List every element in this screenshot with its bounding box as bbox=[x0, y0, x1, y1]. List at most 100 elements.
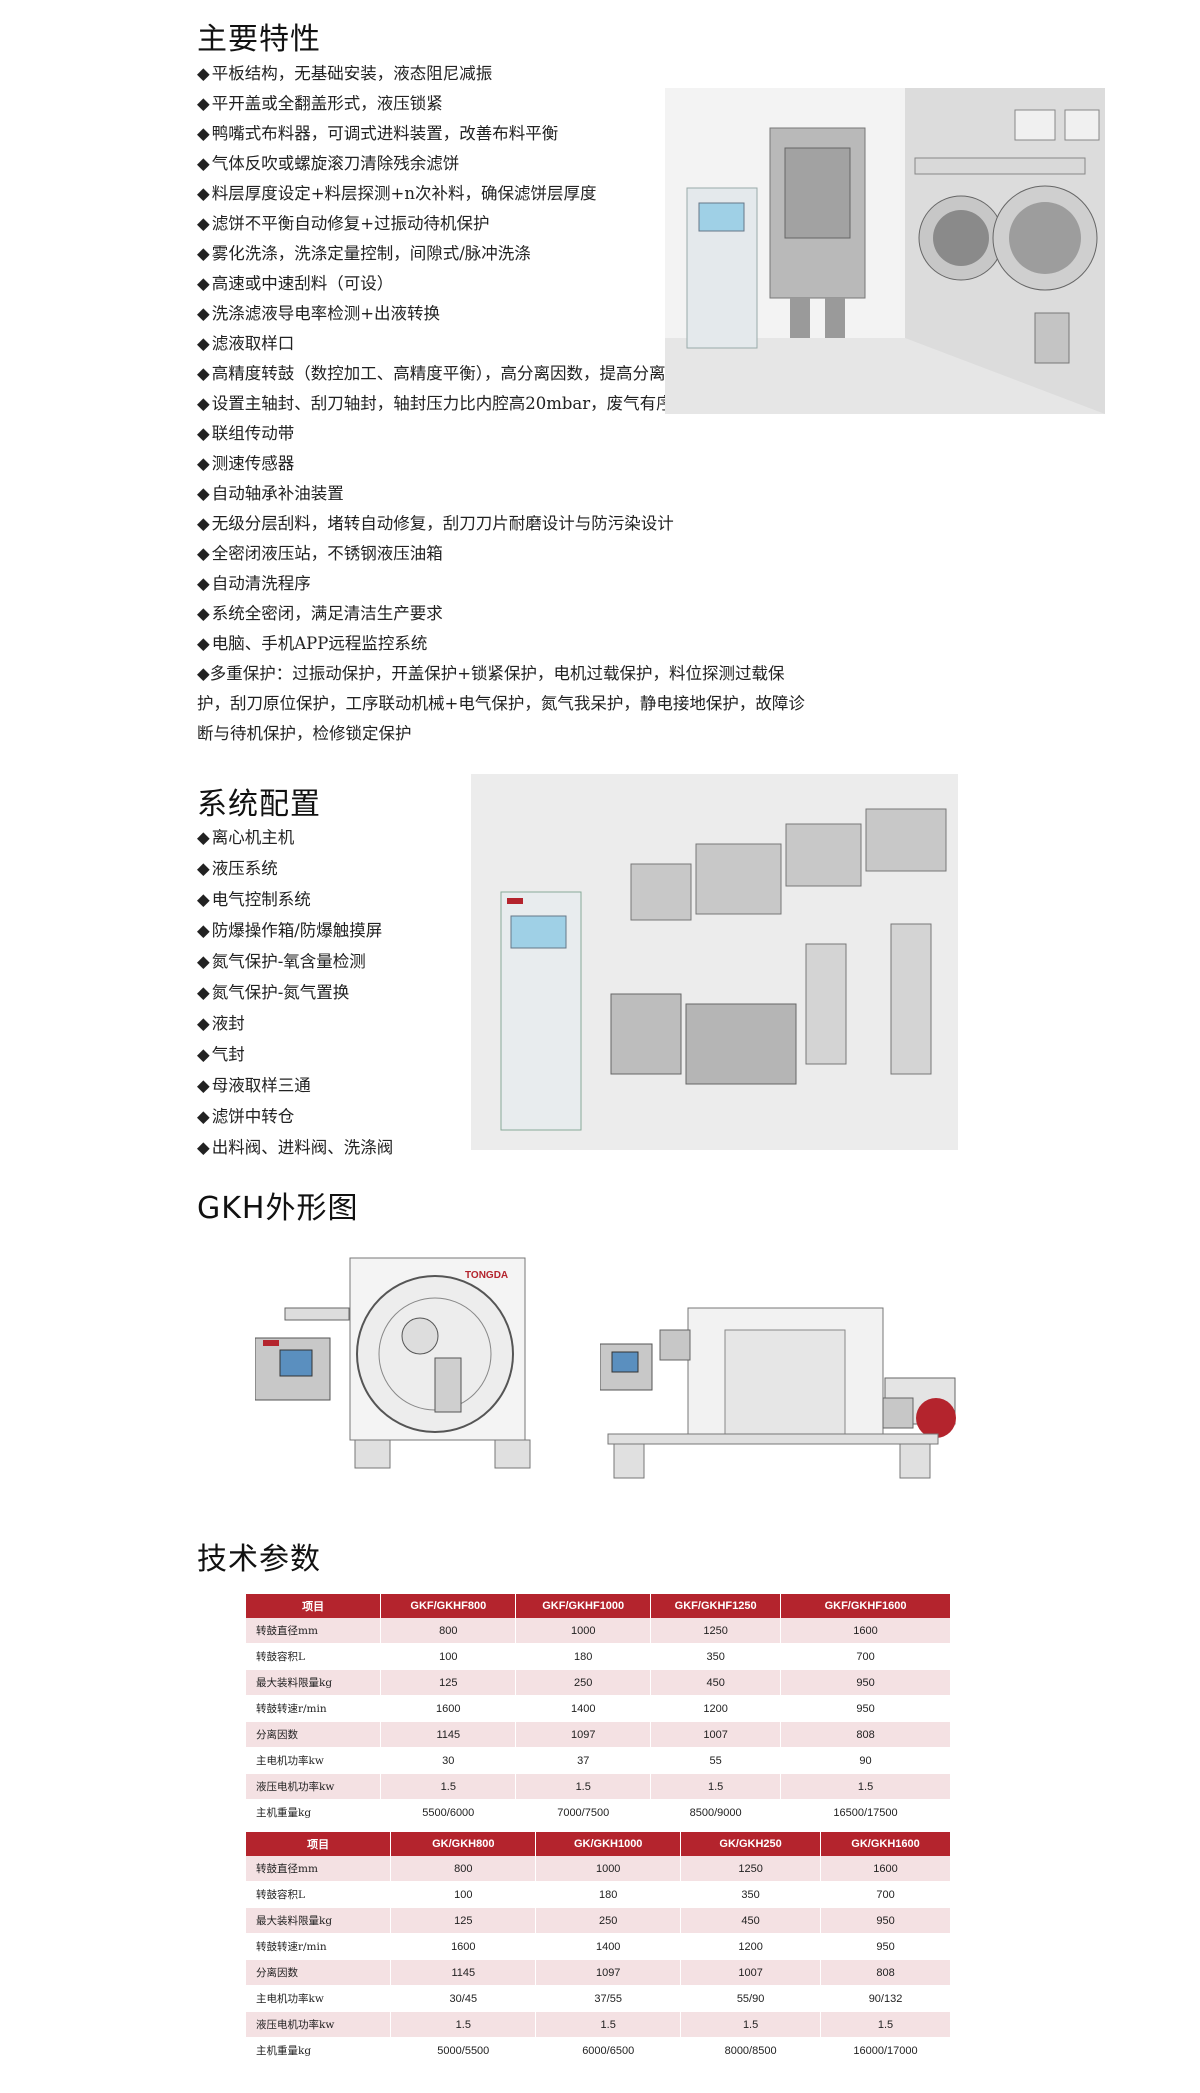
table-row-label: 分离因数 bbox=[246, 1721, 382, 1748]
table-cell: 30 bbox=[380, 1747, 517, 1774]
feature-item-text: 联组传动带 bbox=[211, 424, 295, 443]
feature-item-text: 自动轴承补油装置 bbox=[211, 484, 344, 503]
table-row-label: 转鼓直径mm bbox=[246, 1618, 382, 1644]
specs-title: 技术参数 bbox=[197, 1542, 321, 1577]
table-cell: 950 bbox=[820, 1933, 951, 1960]
feature-item-text: 雾化洗涤，洗涤定量控制，间隙式/脉冲洗涤 bbox=[211, 244, 531, 263]
table-cell: 16500/17500 bbox=[780, 1799, 951, 1826]
table-cell: 100 bbox=[390, 1881, 537, 1908]
multi-line-3: 断与待机保护，检修锁定保护 bbox=[197, 724, 412, 743]
bullet-icon: ◆ bbox=[197, 424, 210, 443]
config-item: ◆氮气保护-氧含量检测 bbox=[197, 946, 393, 977]
table-cell: 1145 bbox=[390, 1959, 537, 1986]
config-item-text: 出料阀、进料阀、洗涤阀 bbox=[211, 1138, 394, 1157]
table-cell: 90/132 bbox=[820, 1985, 951, 2012]
feature-item-text: 平板结构，无基础安装，液态阻尼减振 bbox=[211, 64, 493, 83]
feature-item-text: 鸭嘴式布料器，可调式进料装置，改善布料平衡 bbox=[211, 124, 559, 143]
bullet-icon: ◆ bbox=[197, 574, 210, 593]
feature-item-text: 洗涤滤液导电率检测+出液转换 bbox=[211, 304, 441, 323]
table-cell: 5500/6000 bbox=[380, 1799, 517, 1826]
feature-item: ◆平开盖或全翻盖形式，液压锁紧 bbox=[197, 89, 706, 119]
table-cell: 450 bbox=[680, 1907, 822, 1934]
bullet-icon: ◆ bbox=[197, 921, 210, 940]
table-header-cell: GK/GKH1000 bbox=[535, 1832, 682, 1856]
bullet-icon: ◆ bbox=[197, 664, 210, 683]
config-item: ◆电气控制系统 bbox=[197, 884, 393, 915]
bullet-icon: ◆ bbox=[197, 274, 210, 293]
bullet-icon: ◆ bbox=[197, 1076, 210, 1095]
table-cell: 1.5 bbox=[380, 1773, 517, 1800]
table-row-label: 转鼓直径mm bbox=[246, 1856, 392, 1882]
feature-item: ◆高速或中速刮料（可设） bbox=[197, 269, 706, 299]
bullet-icon: ◆ bbox=[197, 484, 210, 503]
table-cell: 808 bbox=[780, 1721, 951, 1748]
gkh-side-view-drawing bbox=[599, 1248, 965, 1490]
bullet-icon: ◆ bbox=[197, 514, 210, 533]
outline-title: GKH外形图 bbox=[197, 1191, 359, 1226]
feature-item: ◆鸭嘴式布料器，可调式进料装置，改善布料平衡 bbox=[197, 119, 706, 149]
feature-item-text: 全密闭液压站，不锈钢液压油箱 bbox=[211, 544, 443, 563]
bullet-icon: ◆ bbox=[197, 64, 210, 83]
bullet-icon: ◆ bbox=[197, 604, 210, 623]
table-header-cell: 项目 bbox=[246, 1832, 392, 1856]
bullet-icon: ◆ bbox=[197, 983, 210, 1002]
config-item-text: 液压系统 bbox=[211, 859, 278, 878]
config-item: ◆出料阀、进料阀、洗涤阀 bbox=[197, 1132, 393, 1163]
table-cell: 8500/9000 bbox=[650, 1799, 782, 1826]
table-row-label: 最大装料限量kg bbox=[246, 1669, 382, 1696]
bullet-icon: ◆ bbox=[197, 828, 210, 847]
features-multi-protection: ◆多重保护：过振动保护，开盖保护+锁紧保护，电机过载保护，料位探测过载保 护，刮… bbox=[197, 659, 805, 749]
table-row-label: 主电机功率kw bbox=[246, 1985, 392, 2012]
feature-item: ◆系统全密闭，满足清洁生产要求 bbox=[197, 599, 706, 629]
table-row-label: 转鼓容积L bbox=[246, 1643, 382, 1670]
config-item-text: 氮气保护-氮气置换 bbox=[211, 983, 350, 1002]
table-header-cell: GKF/GKHF1250 bbox=[650, 1594, 782, 1618]
feature-item: ◆自动轴承补油装置 bbox=[197, 479, 706, 509]
table-cell: 180 bbox=[515, 1643, 652, 1670]
bullet-icon: ◆ bbox=[197, 394, 210, 413]
table-header-cell: GK/GKH1600 bbox=[820, 1832, 951, 1856]
bullet-icon: ◆ bbox=[197, 334, 210, 353]
bullet-icon: ◆ bbox=[197, 154, 210, 173]
config-item: ◆液封 bbox=[197, 1008, 393, 1039]
config-item-text: 滤饼中转仓 bbox=[211, 1107, 295, 1126]
table-cell: 950 bbox=[780, 1669, 951, 1696]
bullet-icon: ◆ bbox=[197, 304, 210, 323]
feature-item: ◆滤饼不平衡自动修复+过振动待机保护 bbox=[197, 209, 706, 239]
config-item: ◆母液取样三通 bbox=[197, 1070, 393, 1101]
table-cell: 700 bbox=[820, 1881, 951, 1908]
config-item: ◆氮气保护-氮气置换 bbox=[197, 977, 393, 1008]
table-row-label: 最大装料限量kg bbox=[246, 1907, 392, 1934]
table-row-label: 液压电机功率kw bbox=[246, 1773, 382, 1800]
table-cell: 1.5 bbox=[390, 2011, 537, 2038]
table-cell: 1.5 bbox=[780, 1773, 951, 1800]
table-cell: 1600 bbox=[780, 1618, 951, 1644]
table-cell: 55 bbox=[650, 1747, 782, 1774]
table-cell: 1250 bbox=[680, 1856, 822, 1882]
table-header-cell: GK/GKH250 bbox=[680, 1832, 822, 1856]
table-row-label: 分离因数 bbox=[246, 1959, 392, 1986]
config-title: 系统配置 bbox=[197, 787, 321, 822]
config-item: ◆滤饼中转仓 bbox=[197, 1101, 393, 1132]
feature-item-text: 测速传感器 bbox=[211, 454, 295, 473]
feature-item: ◆滤液取样口 bbox=[197, 329, 706, 359]
table-cell: 55/90 bbox=[680, 1985, 822, 2012]
table-cell: 1097 bbox=[535, 1959, 682, 1986]
feature-item: ◆全密闭液压站，不锈钢液压油箱 bbox=[197, 539, 706, 569]
feature-item-text: 电脑、手机APP远程监控系统 bbox=[211, 634, 428, 653]
table-header-cell: GK/GKH800 bbox=[390, 1832, 537, 1856]
feature-item: ◆高精度转鼓（数控加工、高精度平衡），高分离因数，提高分离效率 bbox=[197, 359, 706, 389]
config-item-text: 母液取样三通 bbox=[211, 1076, 311, 1095]
feature-item: ◆自动清洗程序 bbox=[197, 569, 706, 599]
table-header-cell: GKF/GKHF1600 bbox=[780, 1594, 951, 1618]
config-item-text: 电气控制系统 bbox=[211, 890, 311, 909]
bullet-icon: ◆ bbox=[197, 1014, 210, 1033]
